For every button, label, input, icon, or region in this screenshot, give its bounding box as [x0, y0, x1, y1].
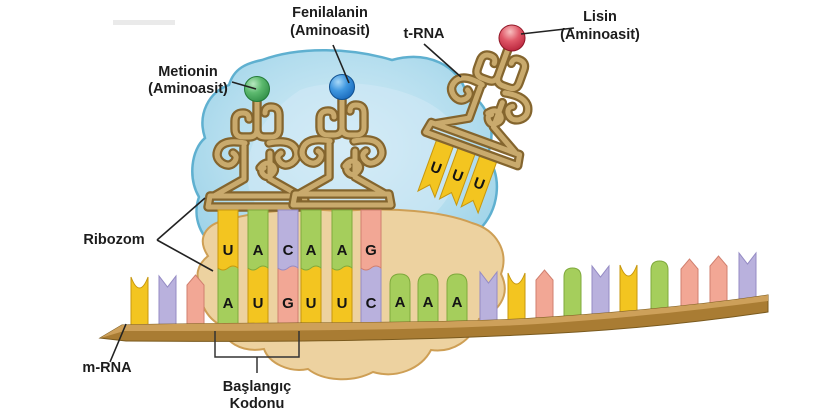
- fenilalanin-pointer-line: [332, 44, 350, 84]
- label-metionin-line2: (Aminoasit): [148, 81, 228, 97]
- mrna-pointer-line: [109, 323, 127, 363]
- amino-acid-fenilalanin: [329, 74, 355, 100]
- trna-pointer-line: [423, 43, 462, 78]
- label-start-codon: Başlangıç Kodonu: [223, 379, 292, 412]
- label-lisin-line2: (Aminoasit): [560, 27, 640, 43]
- metionin-pointer-line: [231, 81, 257, 90]
- ribozom-pointer-line-lower: [156, 239, 214, 272]
- anticodon-letter: G: [365, 242, 377, 259]
- codon-letter: C: [366, 295, 377, 312]
- codon-letter: U: [306, 295, 317, 312]
- ribozom-pointer-line-upper: [156, 197, 206, 241]
- anticodon-base: [331, 209, 353, 271]
- codon-letter: A: [395, 294, 406, 311]
- codon-letter: A: [423, 294, 434, 311]
- mrna-strand: [98, 294, 769, 342]
- codon-letter: U: [337, 295, 348, 312]
- label-fenilalanin: Fenilalanin (Aminoasit): [290, 5, 370, 39]
- watermark-smudge: [113, 20, 175, 25]
- anticodon-letter: A: [253, 242, 264, 259]
- anticodon-base: [247, 209, 269, 271]
- anticodon-letter: C: [283, 242, 294, 259]
- anticodon-letter: A: [337, 242, 348, 259]
- codon-letter: A: [223, 295, 234, 312]
- mrna-strand-top: [100, 295, 768, 338]
- anticodon-base: [217, 209, 239, 271]
- label-metionin-line1: Metionin: [158, 64, 218, 80]
- label-fenilalanin-line2: (Aminoasit): [290, 23, 370, 39]
- label-trna: t-RNA: [403, 26, 445, 42]
- amino-acid-lisin: [498, 24, 526, 52]
- amino-acid-metionin: [244, 76, 270, 102]
- lisin-pointer-line: [520, 27, 575, 35]
- trna-lisin: U U U: [417, 24, 563, 214]
- start-codon-bracket: [214, 331, 300, 373]
- label-lisin-line1: Lisin: [583, 9, 617, 25]
- label-mrna: m-RNA: [82, 360, 132, 376]
- label-start-codon-line2: Kodonu: [230, 396, 285, 412]
- anticodon-base: [300, 209, 322, 271]
- anticodon-base: [277, 209, 299, 271]
- codon-anticodon-columns: [217, 209, 382, 333]
- anticodon-base: [360, 209, 382, 271]
- label-fenilalanin-line1: Fenilalanin: [292, 5, 368, 21]
- codon-letter: U: [253, 295, 264, 312]
- anticodon-letter: U: [223, 242, 234, 259]
- label-lisin: Lisin (Aminoasit): [560, 9, 640, 43]
- trna-metionin: [208, 76, 306, 208]
- label-start-codon-line1: Başlangıç: [223, 379, 292, 395]
- label-ribozom: Ribozom: [83, 232, 144, 248]
- codon-letter: A: [452, 294, 463, 311]
- anticodon-letter: A: [306, 242, 317, 259]
- codon-letter: G: [282, 295, 294, 312]
- label-metionin: Metionin (Aminoasit): [148, 64, 228, 97]
